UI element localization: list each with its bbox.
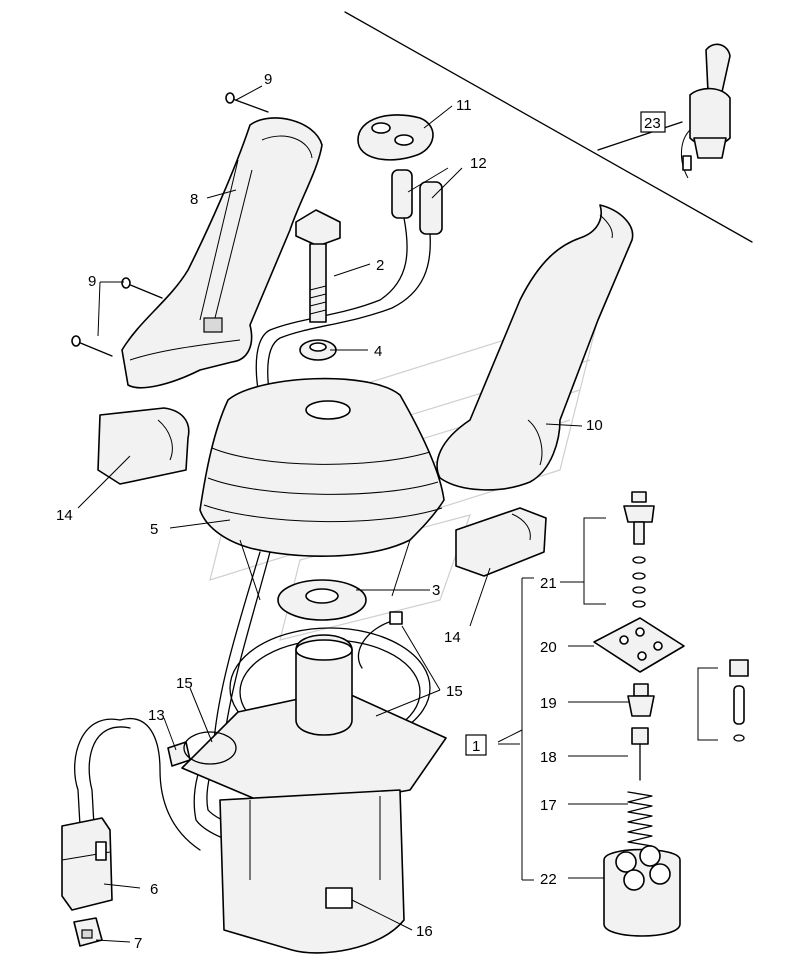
part-5-boot (199, 377, 445, 601)
callout-9-top: 9 (264, 71, 272, 88)
part-4-nut (299, 339, 337, 361)
callout-4: 4 (374, 343, 382, 360)
callout-23-box (640, 111, 666, 133)
callout-1: 1 (472, 738, 480, 755)
callout-11: 11 (456, 97, 472, 114)
part-13-clip (167, 731, 237, 767)
callout-12: 12 (470, 155, 487, 172)
callout-23: 23 (644, 115, 661, 132)
part-3-washer (277, 579, 367, 621)
part-19-plunger (627, 659, 749, 742)
part-20-plate (593, 617, 685, 673)
callout-8: 8 (190, 191, 198, 208)
leader-lines (77, 85, 630, 943)
callout-2: 2 (376, 257, 384, 274)
callout-21: 21 (540, 575, 557, 592)
callout-20: 20 (540, 639, 557, 656)
callout-1-box (465, 734, 487, 756)
callout-19: 19 (540, 695, 557, 712)
callout-14-right: 14 (444, 629, 461, 646)
part-9-screws (71, 92, 269, 357)
part-14-block-right (455, 507, 547, 577)
callout-6: 6 (150, 881, 158, 898)
callout-18: 18 (540, 749, 557, 766)
part-18-spool (631, 727, 649, 781)
callout-5: 5 (150, 521, 158, 538)
callouts: 9 11 12 8 2 9 4 10 14 5 21 3 14 20 15 15… (56, 71, 666, 952)
part-11-grommet (357, 114, 434, 161)
callout-16: 16 (416, 923, 433, 940)
callout-22: 22 (540, 871, 557, 888)
part-1-valve-body (181, 634, 447, 954)
part-22-housing (603, 845, 681, 937)
part-7-clip (73, 917, 103, 947)
callout-15-right: 15 (446, 683, 463, 700)
part-2-bolt (295, 209, 341, 323)
callout-9-left: 9 (88, 273, 96, 290)
part-14-block-left (97, 407, 190, 485)
callout-3: 3 (432, 582, 440, 599)
inset-joystick (681, 43, 731, 179)
part-21-fitting (583, 491, 655, 608)
part-17-spring (627, 791, 653, 847)
callout-7: 7 (134, 935, 142, 952)
assembly-bracket (497, 577, 534, 881)
callout-13: 13 (148, 707, 165, 724)
callout-15-left: 15 (176, 675, 193, 692)
part-8-grip (121, 117, 323, 389)
callout-10: 10 (586, 417, 603, 434)
part-10-grip (436, 204, 634, 491)
callout-17: 17 (540, 797, 557, 814)
inset-divider (344, 11, 753, 243)
part-6-connector (61, 817, 113, 911)
callout-14-left: 14 (56, 507, 73, 524)
